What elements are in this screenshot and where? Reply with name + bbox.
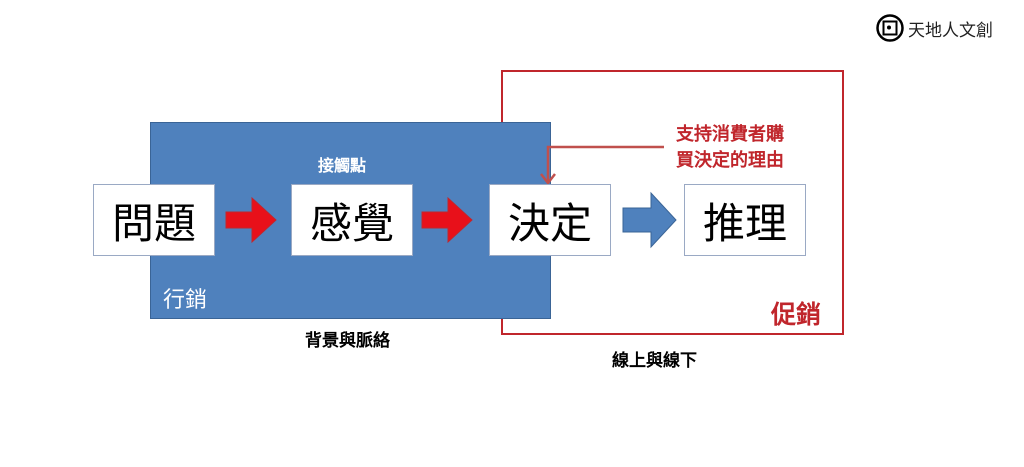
online-offline-label: 線上與線下 <box>612 351 697 371</box>
promotion-label: 促銷 <box>771 300 822 329</box>
step-decision: 決定 <box>489 184 611 256</box>
context-label: 背景與脈絡 <box>305 331 390 351</box>
red-arrow-1 <box>225 196 277 244</box>
red-arrow-2 <box>421 196 473 244</box>
logo: 天地人文創 <box>876 14 993 42</box>
marketing-label: 行銷 <box>163 288 208 313</box>
callout-line-2: 買決定的理由 <box>676 150 784 171</box>
marketing-area <box>150 122 551 319</box>
blue-arrow <box>622 191 677 249</box>
callout-arrowhead <box>540 173 556 186</box>
step-problem: 問題 <box>93 184 215 256</box>
callout-line-1: 支持消費者購 <box>676 124 784 145</box>
logo-text: 天地人文創 <box>908 20 993 41</box>
step-reasoning: 推理 <box>684 184 806 256</box>
touchpoint-label: 接觸點 <box>318 156 367 175</box>
step-feeling: 感覺 <box>291 184 413 256</box>
callout-text: 支持消費者購 買決定的理由 <box>676 122 784 174</box>
logo-icon <box>876 14 904 42</box>
callout-line <box>546 145 664 182</box>
